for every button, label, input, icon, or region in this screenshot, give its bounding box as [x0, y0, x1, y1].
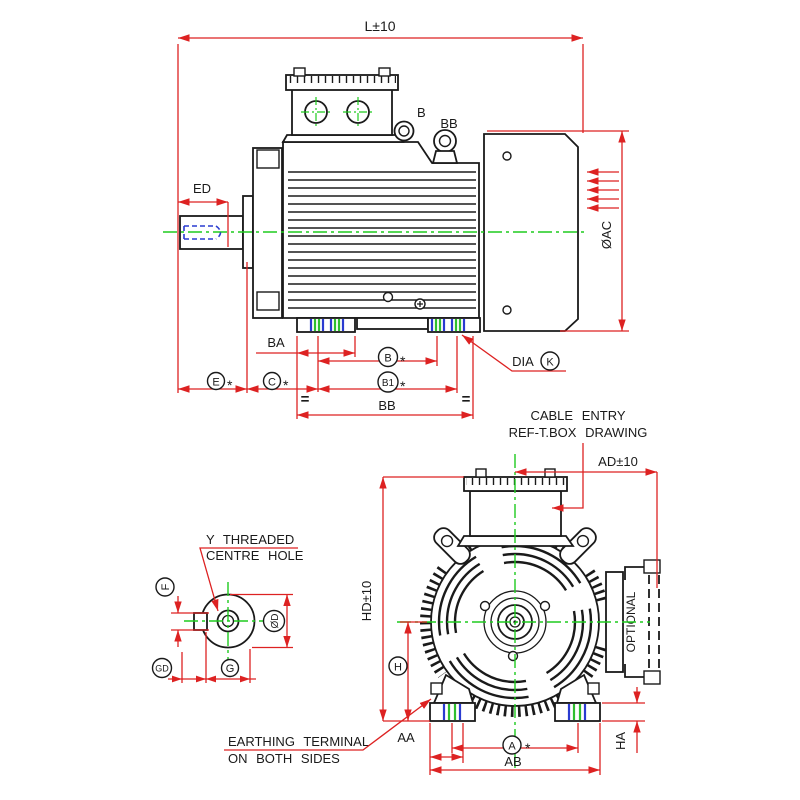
endshield — [252, 147, 283, 319]
eyebolt-base — [431, 150, 459, 164]
cover-hole-left — [479, 600, 491, 612]
svg-text:K: K — [546, 357, 554, 369]
dim-keyway-width: F — [155, 577, 209, 647]
drain-hole — [382, 291, 394, 303]
letter-h-circle — [388, 656, 408, 676]
earth-symbol — [417, 301, 423, 307]
dia-k-callout: DIA K — [461, 334, 566, 372]
svg-text:F: F — [160, 583, 172, 590]
dim-foot-rows-front: AA A * AB — [397, 723, 601, 775]
dim-h: H — [383, 621, 430, 722]
svg-text:E: E — [212, 377, 219, 389]
cover-hole-bottom — [507, 650, 519, 662]
equals-left: = — [301, 391, 310, 408]
letter-a-circle — [502, 735, 522, 755]
cover-bolt-bottom — [502, 305, 512, 315]
svg-text:CABLE ENTRY: CABLE ENTRY — [530, 408, 625, 423]
terminal-box-side — [281, 67, 405, 143]
foot-hatch-green — [313, 319, 462, 331]
front-foot-pad-left — [429, 702, 476, 722]
svg-text:EARTHING TERMINAL: EARTHING TERMINAL — [228, 734, 369, 749]
side-view: B BB L±10 E — [163, 18, 629, 419]
threaded-hole-callout: Y THREADED CENTRE HOLE — [199, 532, 304, 612]
dim-AB-text: AB — [504, 754, 521, 769]
dim-overall-length: L±10 — [177, 18, 584, 393]
earthing-callout: EARTHING TERMINAL ON BOTH SIDES — [224, 698, 432, 766]
letter-f-circle — [155, 577, 175, 597]
base-frame — [356, 317, 429, 330]
dim-BB-text: BB — [378, 398, 395, 413]
dim-ha: HA — [602, 687, 645, 753]
cover-bolt-top — [502, 151, 512, 161]
svg-text:REF-T.BOX DRAWING: REF-T.BOX DRAWING — [509, 425, 648, 440]
svg-text:G: G — [226, 663, 235, 675]
letter-gd-circle — [151, 657, 173, 679]
svg-text:AD±10: AD±10 — [598, 454, 638, 469]
dim-fan-diameter: ØAC — [487, 130, 629, 332]
foot-pad-left — [296, 317, 356, 333]
svg-text:B1: B1 — [382, 378, 395, 389]
letter-g-circle — [220, 658, 240, 678]
dim-keyway-depth: GD G — [151, 632, 256, 683]
foot-hatch-blue — [309, 319, 466, 331]
equals-right: = — [462, 391, 471, 408]
front-foot-pad-right — [554, 702, 601, 722]
lid-bolt-right — [378, 67, 391, 77]
dim-L-text: L±10 — [364, 18, 395, 34]
eyebolt-label: BB — [440, 116, 457, 131]
svg-text:A: A — [508, 741, 516, 753]
dim-ad: AD±10 — [515, 454, 658, 588]
flange-hidden-lines — [648, 575, 660, 669]
dim-ED-text: ED — [193, 181, 211, 196]
svg-text:ON BOTH SIDES: ON BOTH SIDES — [228, 751, 340, 766]
cover-hole-right — [539, 600, 551, 612]
svg-text:*: * — [227, 377, 233, 393]
threaded-hole-hidden-lines — [183, 225, 222, 240]
svg-text:ØD: ØD — [270, 614, 281, 629]
motor-body-side — [179, 141, 480, 319]
cable-entry-callout: CABLE ENTRY REF-T.BOX DRAWING — [509, 408, 648, 512]
letter-b1-circle — [377, 371, 399, 393]
plug-label: B — [417, 105, 426, 120]
dim-AC-text: ØAC — [599, 221, 614, 249]
letter-d-circle — [262, 609, 286, 633]
dim-shaft-extension: ED — [178, 181, 229, 247]
letter-b-circle — [377, 346, 399, 368]
lifting-lugs — [433, 527, 597, 565]
svg-text:B: B — [384, 353, 391, 365]
dim-foot-rows: BA B * E * C * B1 * BB = = — [178, 262, 474, 419]
dim-BA-text: BA — [267, 335, 285, 350]
svg-text:CENTRE HOLE: CENTRE HOLE — [206, 548, 304, 563]
svg-text:*: * — [400, 353, 406, 369]
svg-text:H: H — [394, 662, 402, 674]
svg-text:*: * — [283, 377, 289, 393]
svg-text:HD±10: HD±10 — [359, 581, 374, 621]
airflow-arrows — [587, 168, 619, 212]
svg-text:DIA: DIA — [512, 354, 534, 369]
svg-text:C: C — [268, 377, 276, 389]
dim-hd: HD±10 — [359, 476, 464, 721]
cooling-fins — [288, 168, 476, 310]
svg-text:*: * — [400, 378, 406, 394]
dim-shaft-diameter: ØD — [230, 593, 293, 649]
dim-AA-text: AA — [397, 730, 415, 745]
feet-front — [429, 673, 601, 722]
plug-and-eyebolt: B BB — [393, 105, 459, 164]
fin-ticks — [582, 566, 608, 602]
endshield-bolt-bottom — [256, 291, 280, 311]
svg-text:GD: GD — [155, 664, 169, 674]
feet-side — [296, 317, 481, 333]
front-view: OPTIONAL CABLE ENTRY REF-T.BOX DRAWING A… — [224, 408, 661, 775]
terminal-box-base — [281, 134, 405, 143]
endshield-bolt-top — [256, 149, 280, 169]
shaft-end-view: Y THREADED CENTRE HOLE F ØD — [151, 532, 304, 683]
svg-text:Y THREADED: Y THREADED — [206, 532, 294, 547]
letter-k-circle — [540, 351, 560, 371]
svg-text:HA: HA — [613, 732, 628, 750]
lid-bolt-left — [293, 67, 306, 77]
letter-e-circle — [206, 371, 226, 391]
svg-text:*: * — [525, 740, 531, 756]
letter-c-circle — [262, 371, 282, 391]
lid-ribs — [288, 76, 396, 83]
